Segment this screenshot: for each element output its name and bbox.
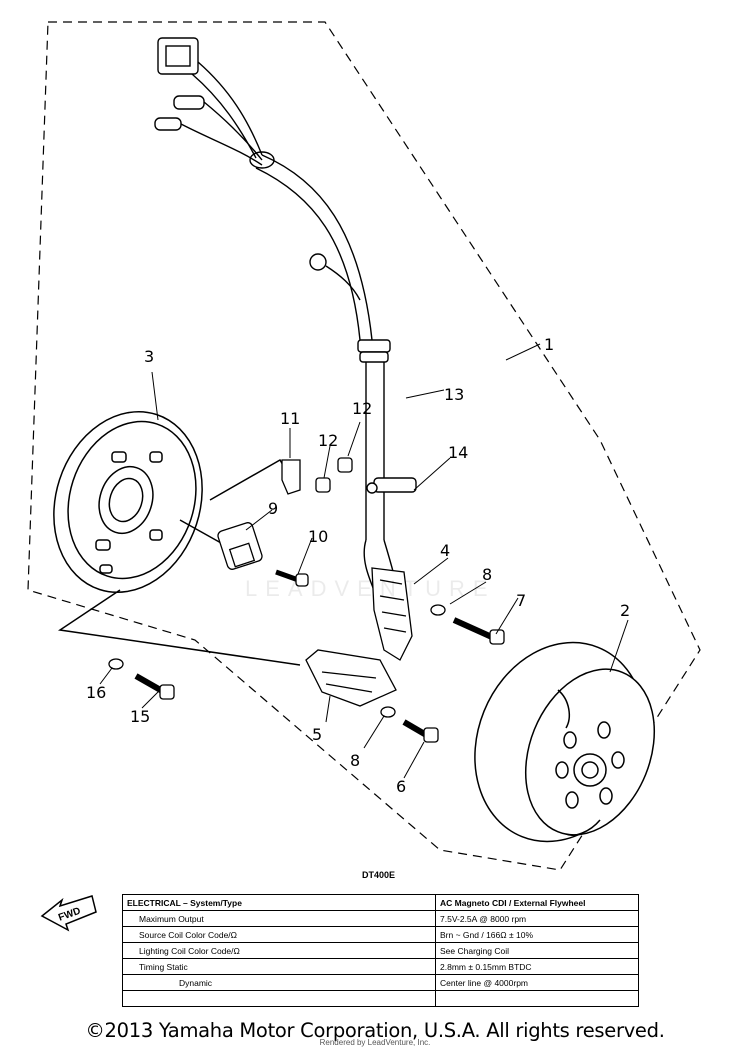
callout-7: 7 [516, 591, 526, 610]
spec-row: Lighting Coil Color Code/Ω See Charging … [122, 942, 639, 959]
callout-8b: 8 [350, 751, 360, 770]
spec-value: Brn ~ Gnd / 166Ω ± 10% [435, 926, 639, 943]
callout-numbers: 1 2 3 4 5 6 7 8 8 9 10 11 12 12 13 14 15… [86, 335, 630, 796]
callout-6: 6 [396, 777, 406, 796]
spec-row [122, 990, 639, 1007]
wiring-harness [154, 37, 417, 601]
callout-16: 16 [86, 683, 106, 702]
pickup-coils [108, 567, 505, 743]
callout-13: 13 [444, 385, 464, 404]
spec-label: Lighting Coil Color Code/Ω [122, 942, 436, 959]
callout-12b: 12 [318, 431, 338, 450]
spec-value: Center line @ 4000rpm [435, 974, 639, 991]
spec-value: See Charging Coil [435, 942, 639, 959]
callout-2: 2 [620, 601, 630, 620]
callout-4: 4 [440, 541, 450, 560]
callout-12a: 12 [352, 399, 372, 418]
watermark: LEADVENTURE [245, 576, 496, 601]
spec-label [122, 990, 436, 1007]
spec-label: Maximum Output [122, 910, 436, 927]
callout-3: 3 [144, 347, 154, 366]
callout-15: 15 [130, 707, 150, 726]
stator-plate [53, 410, 301, 666]
electrical-spec-table: ELECTRICAL – System/Type AC Magneto CDI … [122, 894, 639, 1007]
callout-5: 5 [312, 725, 322, 744]
spec-label: Dynamic [122, 974, 436, 991]
callout-14: 14 [448, 443, 468, 462]
callout-11: 11 [280, 409, 300, 428]
callout-1: 1 [544, 335, 554, 354]
spec-value [435, 990, 639, 1007]
leader-lines [99, 343, 629, 779]
spec-row: Dynamic Center line @ 4000rpm [122, 974, 639, 991]
spec-value: 7.5V-2.5A @ 8000 rpm [435, 910, 639, 927]
callout-8a: 8 [482, 565, 492, 584]
spec-value: 2.8mm ± 0.15mm BTDC [435, 958, 639, 975]
spec-label: Timing Static [122, 958, 436, 975]
spec-label: Source Coil Color Code/Ω [122, 926, 436, 943]
spec-header-value: AC Magneto CDI / External Flywheel [435, 894, 639, 911]
spec-table-header-row: ELECTRICAL – System/Type AC Magneto CDI … [122, 894, 639, 911]
model-code: DT400E [362, 870, 395, 880]
spec-row: Maximum Output 7.5V-2.5A @ 8000 rpm [122, 910, 639, 927]
callout-10: 10 [308, 527, 328, 546]
callout-9: 9 [268, 499, 278, 518]
assembly-boundary [27, 21, 701, 871]
rendered-by-credit: Rendered by LeadVenture, Inc. [319, 1038, 431, 1047]
spec-row: Source Coil Color Code/Ω Brn ~ Gnd / 166… [122, 926, 639, 943]
spec-row: Timing Static 2.8mm ± 0.15mm BTDC [122, 958, 639, 975]
flywheel [474, 641, 656, 843]
fwd-arrow: FWD [40, 895, 97, 932]
spec-header-label: ELECTRICAL – System/Type [122, 894, 436, 911]
copyright-notice: ©2013 Yamaha Motor Corporation, U.S.A. A… [85, 1019, 665, 1042]
small-parts [217, 457, 353, 587]
